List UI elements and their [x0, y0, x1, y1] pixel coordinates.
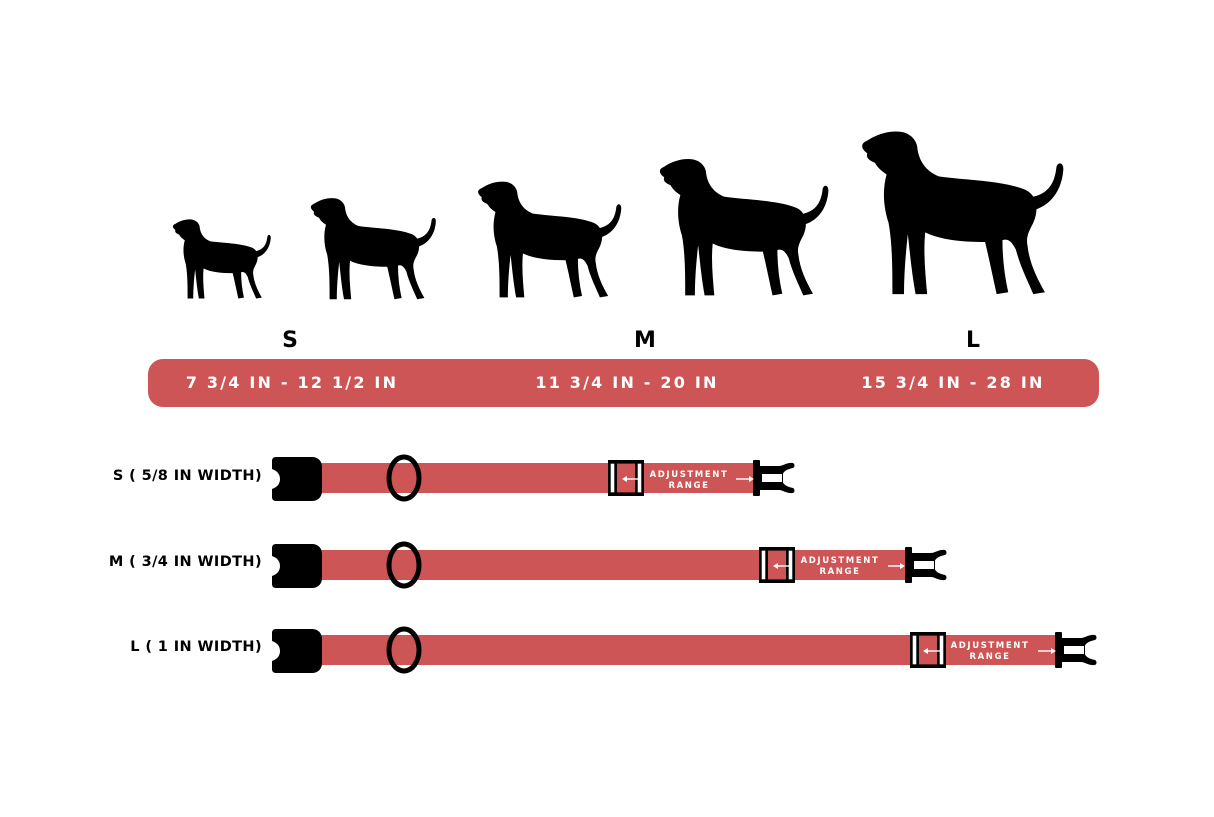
- adjustment-label: ADJUSTMENT: [650, 470, 729, 480]
- buckle-icon: [272, 544, 322, 588]
- buckle-icon: [905, 547, 947, 583]
- double-arrow-icon: [622, 476, 754, 482]
- range-text-s: 7 3/4 IN - 12 1/2 IN: [185, 373, 399, 392]
- collar-m: ADJUSTMENT RANGE: [272, 541, 947, 589]
- d-ring-icon: [386, 541, 422, 589]
- adjustment-label: ADJUSTMENT: [951, 641, 1030, 651]
- collar-l: ADJUSTMENT RANGE: [272, 626, 1097, 674]
- collar-label-s: S ( 5/8 IN WIDTH): [112, 468, 262, 484]
- buckle-icon: [1055, 632, 1097, 668]
- neck-size-range-bar: 7 3/4 IN - 12 1/2 IN 11 3/4 IN - 20 IN 1…: [148, 359, 1099, 407]
- adjustment-label: ADJUSTMENT: [801, 556, 880, 566]
- collar-s: ADJUSTMENT RANGE: [272, 454, 795, 502]
- adjustment-label-range: RANGE: [819, 567, 860, 577]
- adjustment-label-range: RANGE: [969, 652, 1010, 662]
- buckle-icon: [753, 460, 795, 496]
- collar-label-m: M ( 3/4 IN WIDTH): [108, 554, 262, 570]
- buckle-icon: [272, 629, 322, 673]
- range-text-l: 15 3/4 IN - 28 IN: [861, 373, 1045, 392]
- double-arrow-icon: [773, 563, 905, 569]
- collar-label-l: L ( 1 IN WIDTH): [130, 639, 262, 655]
- collar-strap: [300, 550, 908, 580]
- d-ring-icon: [386, 626, 422, 674]
- size-letter-s: S: [282, 328, 298, 353]
- range-text-m: 11 3/4 IN - 20 IN: [535, 373, 719, 392]
- buckle-icon: [272, 457, 322, 501]
- collar-strap: [300, 635, 1058, 665]
- collar-strap: [300, 463, 755, 493]
- adjustment-label-range: RANGE: [668, 481, 709, 491]
- size-letter-l: L: [965, 328, 981, 353]
- size-letter-m: M: [634, 328, 656, 353]
- double-arrow-icon: [923, 648, 1056, 654]
- d-ring-icon: [386, 454, 422, 502]
